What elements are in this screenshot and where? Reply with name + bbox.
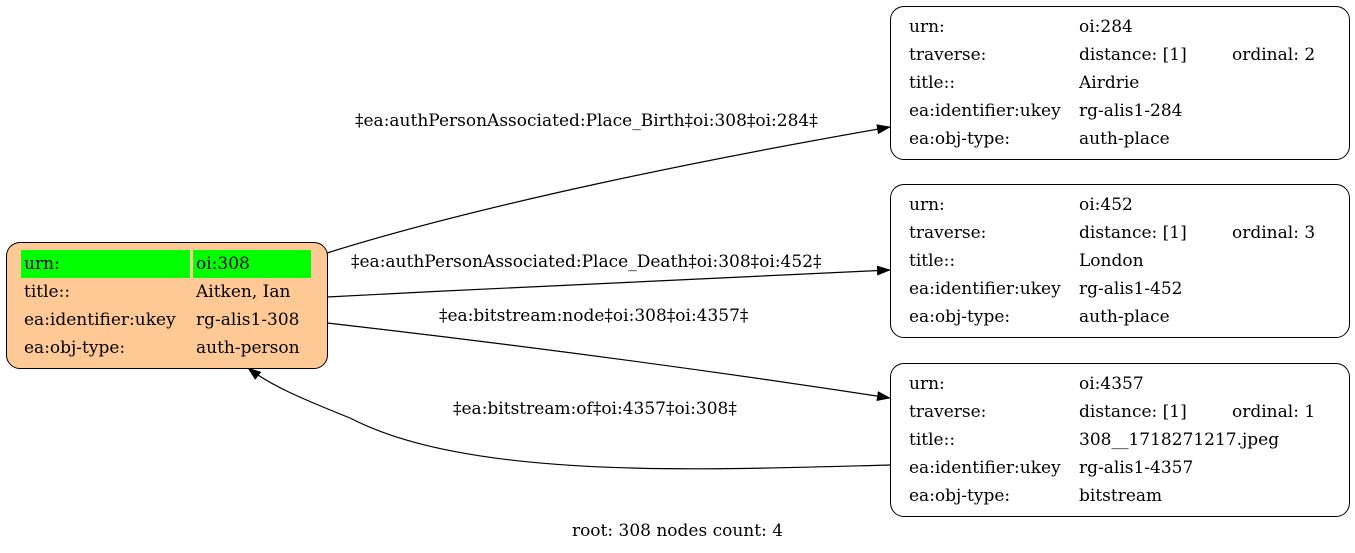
urn-value: oi:452 <box>1079 195 1133 215</box>
ukey-key: ea:identifier:ukey <box>909 101 1061 121</box>
root-row-urn: urn: oi:308 <box>21 250 311 278</box>
node-table: urn: oi:4357 traverse: distance: [1] ord… <box>904 370 1320 510</box>
node-row-title: title:: London <box>906 247 1318 275</box>
title-key: title:: <box>909 73 956 93</box>
root-urn-key: urn: <box>21 250 190 278</box>
node-oi-284[interactable]: urn: oi:284 traverse: distance: [1] ordi… <box>890 6 1350 160</box>
graph-footer: root: 308 nodes count: 4 <box>571 521 784 541</box>
ukey-value: rg-alis1-284 <box>1079 101 1183 121</box>
urn-value: oi:284 <box>1079 17 1133 37</box>
edge-bitstream-node <box>326 322 891 401</box>
edge-place-birth <box>326 124 891 254</box>
node-row-type: ea:obj-type: bitstream <box>906 482 1318 510</box>
ukey-value: rg-alis1-4357 <box>1079 458 1194 478</box>
ukey-key: ea:identifier:ukey <box>909 458 1061 478</box>
distance-value: distance: [1] <box>1079 45 1187 65</box>
node-row-traverse: traverse: distance: [1] ordinal: 3 <box>906 219 1318 247</box>
node-table: urn: oi:452 traverse: distance: [1] ordi… <box>904 191 1320 331</box>
ukey-value: rg-alis1-452 <box>1079 279 1183 299</box>
node-row-type: ea:obj-type: auth-place <box>906 125 1318 153</box>
type-value: bitstream <box>1079 486 1163 506</box>
root-urn-value: oi:308 <box>193 250 311 278</box>
title-value: Airdrie <box>1079 73 1140 93</box>
type-key: ea:obj-type: <box>909 486 1011 506</box>
root-title-value: Aitken, Ian <box>196 282 291 302</box>
edge-bitstream-of <box>247 367 891 470</box>
node-oi-452[interactable]: urn: oi:452 traverse: distance: [1] ordi… <box>890 184 1350 338</box>
root-row-ukey: ea:identifier:ukey rg-alis1-308 <box>21 306 311 334</box>
root-ukey-value: rg-alis1-308 <box>196 310 300 330</box>
ordinal-value: ordinal: 2 <box>1232 45 1316 65</box>
node-row-title: title:: Airdrie <box>906 69 1318 97</box>
ordinal-value: ordinal: 1 <box>1232 402 1316 422</box>
node-row-traverse: traverse: distance: [1] ordinal: 2 <box>906 41 1318 69</box>
node-oi-4357[interactable]: urn: oi:4357 traverse: distance: [1] ord… <box>890 363 1350 517</box>
title-key: title:: <box>909 430 956 450</box>
edge-place-death <box>326 265 891 298</box>
title-key: title:: <box>909 251 956 271</box>
urn-key: urn: <box>909 17 945 37</box>
traverse-key: traverse: <box>909 45 987 65</box>
distance-value: distance: [1] <box>1079 223 1187 243</box>
node-row-ukey: ea:identifier:ukey rg-alis1-4357 <box>906 454 1318 482</box>
type-value: auth-place <box>1079 307 1170 327</box>
title-value: London <box>1079 251 1144 271</box>
urn-key: urn: <box>909 195 945 215</box>
traverse-key: traverse: <box>909 402 987 422</box>
ordinal-value: ordinal: 3 <box>1232 223 1316 243</box>
node-row-title: title:: 308__1718271217.jpeg <box>906 426 1318 454</box>
node-row-traverse: traverse: distance: [1] ordinal: 1 <box>906 398 1318 426</box>
type-key: ea:obj-type: <box>909 307 1011 327</box>
title-value: 308__1718271217.jpeg <box>1079 430 1280 450</box>
root-node[interactable]: urn: oi:308 title:: Aitken, Ian ea:ident… <box>6 242 328 369</box>
edge-label-bitstream-node: ‡ea:bitstream:node‡oi:308‡oi:4357‡ <box>439 306 749 326</box>
edge-label-place-birth: ‡ea:authPersonAssociated:Place_Birth‡oi:… <box>355 111 818 131</box>
node-row-ukey: ea:identifier:ukey rg-alis1-284 <box>906 97 1318 125</box>
edge-label-bitstream-of: ‡ea:bitstream:of‡oi:4357‡oi:308‡ <box>453 399 737 419</box>
distance-value: distance: [1] <box>1079 402 1187 422</box>
node-row-type: ea:obj-type: auth-place <box>906 303 1318 331</box>
edge-label-place-death: ‡ea:authPersonAssociated:Place_Death‡oi:… <box>351 252 822 272</box>
type-value: auth-place <box>1079 129 1170 149</box>
urn-value: oi:4357 <box>1079 374 1144 394</box>
type-key: ea:obj-type: <box>909 129 1011 149</box>
node-row-urn: urn: oi:284 <box>906 13 1318 41</box>
traverse-key: traverse: <box>909 223 987 243</box>
node-row-ukey: ea:identifier:ukey rg-alis1-452 <box>906 275 1318 303</box>
node-table: urn: oi:284 traverse: distance: [1] ordi… <box>904 13 1320 153</box>
node-row-urn: urn: oi:4357 <box>906 370 1318 398</box>
root-type-key: ea:obj-type: <box>24 338 126 358</box>
node-row-urn: urn: oi:452 <box>906 191 1318 219</box>
urn-key: urn: <box>909 374 945 394</box>
root-node-table: urn: oi:308 title:: Aitken, Ian ea:ident… <box>18 250 314 362</box>
root-type-value: auth-person <box>196 338 300 358</box>
root-ukey-key: ea:identifier:ukey <box>24 310 176 330</box>
root-row-type: ea:obj-type: auth-person <box>21 334 311 362</box>
root-row-title: title:: Aitken, Ian <box>21 278 311 306</box>
root-title-key: title:: <box>24 282 71 302</box>
ukey-key: ea:identifier:ukey <box>909 279 1061 299</box>
